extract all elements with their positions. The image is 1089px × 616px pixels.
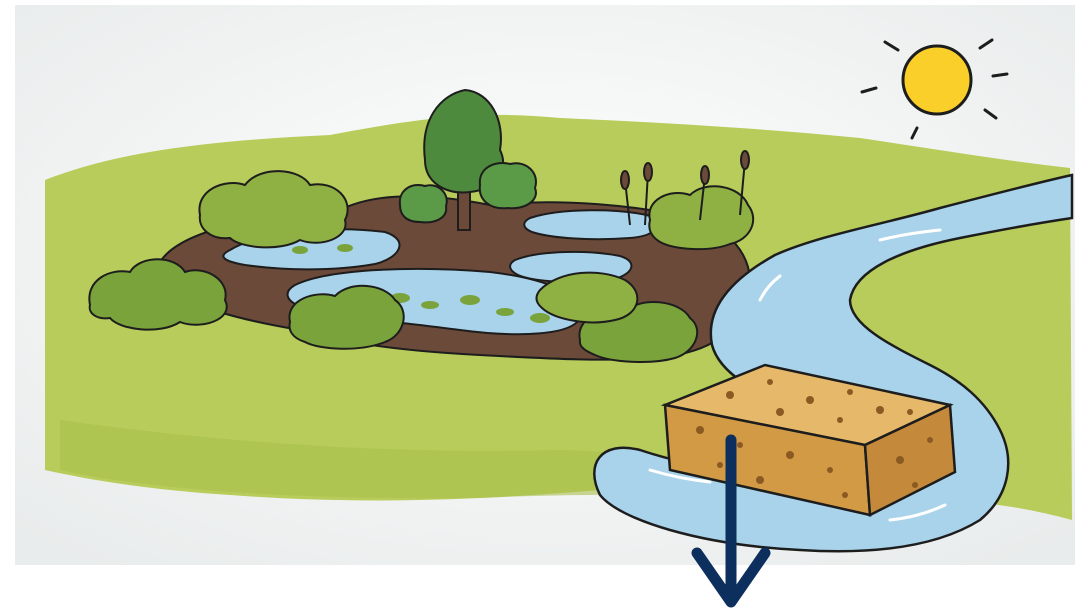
wetland-sponge-illustration (0, 0, 1089, 616)
wetland-scene (0, 0, 1089, 616)
